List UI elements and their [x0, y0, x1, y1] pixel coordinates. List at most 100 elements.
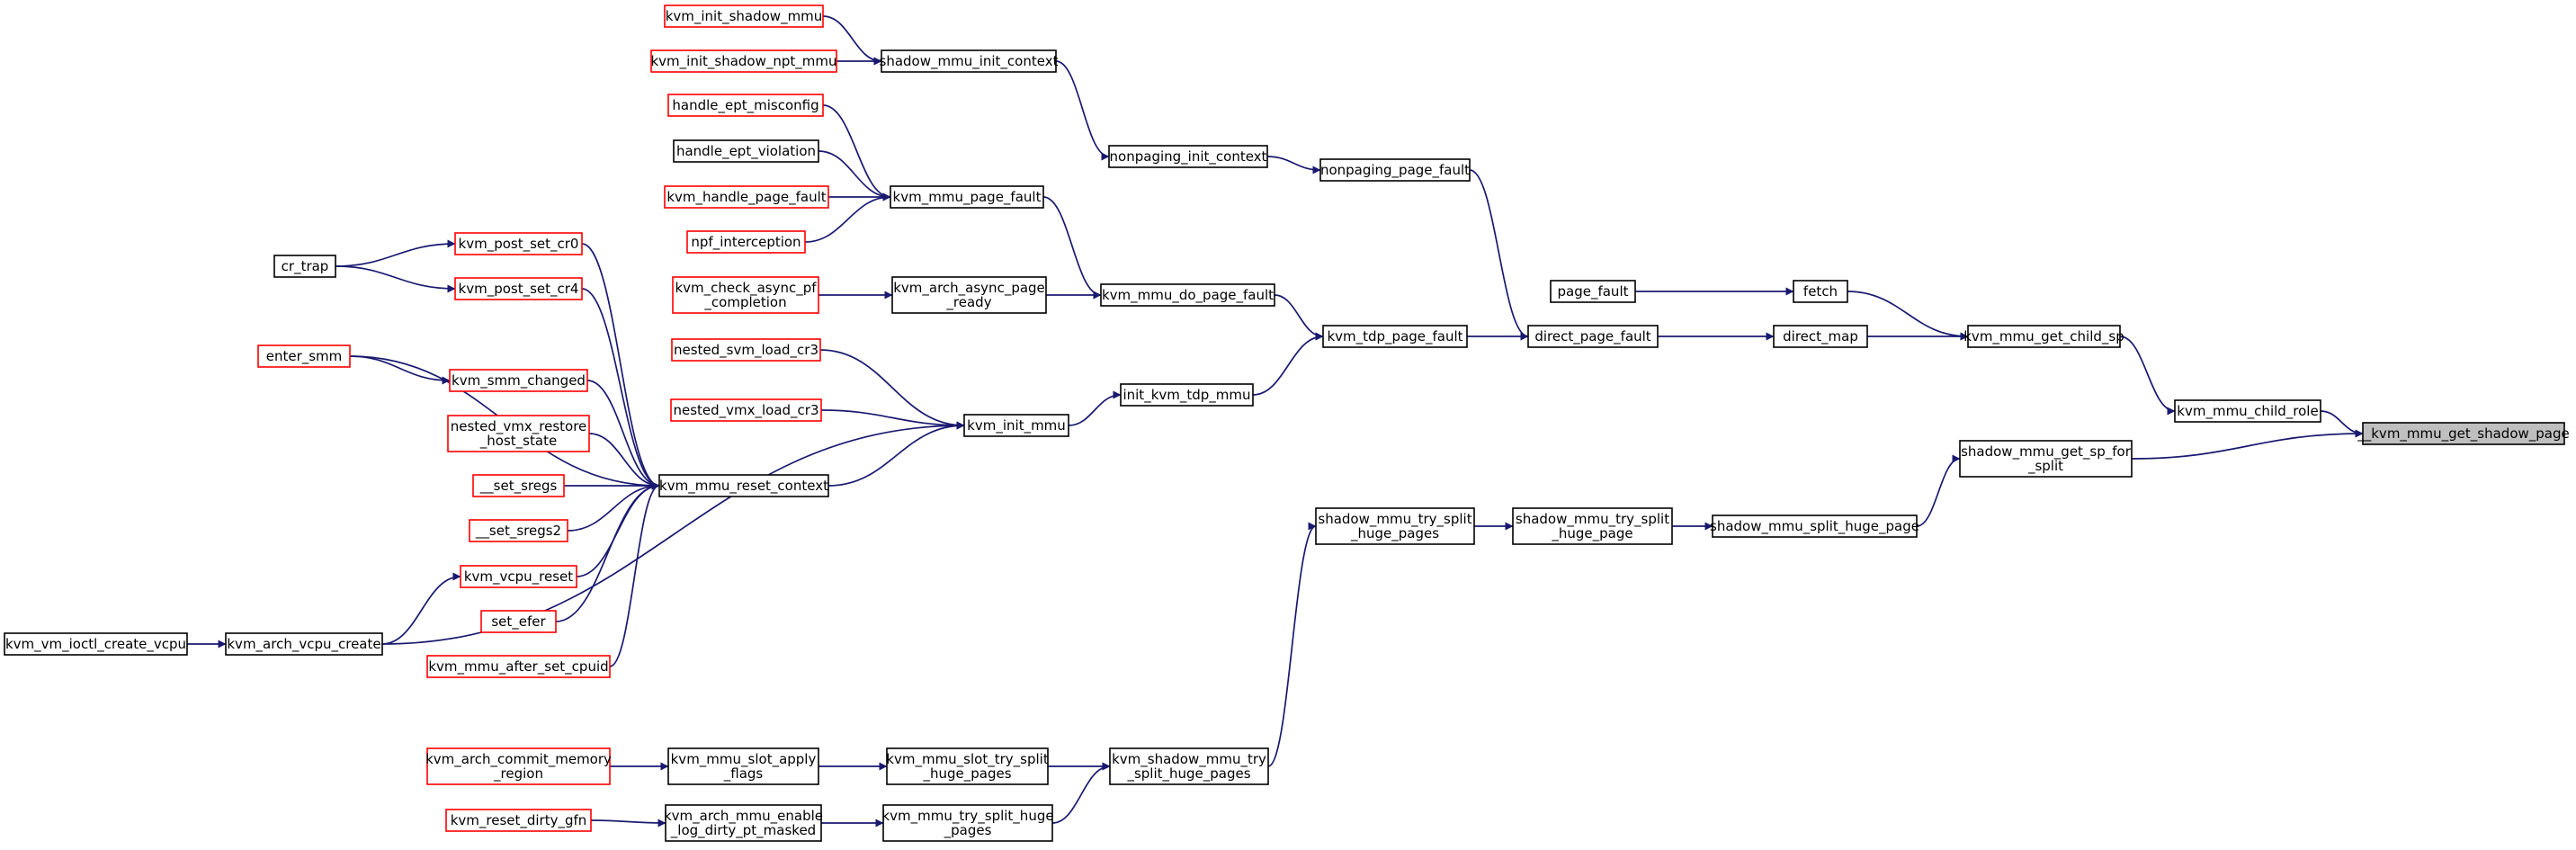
graph-node-nonpaging-init-context[interactable]: nonpaging_init_context [1108, 145, 1268, 168]
node-box [472, 474, 565, 497]
edge-mmu-page-fault-to-mmu-do-page-fault [1042, 196, 1102, 300]
node-label: page_fault [1558, 283, 1629, 300]
graph-node-mmu-reset-context[interactable]: kvm_mmu_reset_context [658, 474, 829, 497]
graph-node-handle-ept-misconfig[interactable]: handle_ept_misconfig [667, 94, 824, 117]
edge-cr-trap-to-post-set-cr0 [335, 239, 456, 267]
edge-arch-vcpu-create-to-vcpu-reset [381, 572, 461, 645]
graph-node-npf-interception[interactable]: npf_interception [686, 230, 806, 254]
node-box [658, 474, 829, 497]
graph-node-reset-dirty-gfn[interactable]: kvm_reset_dirty_gfn [445, 809, 592, 832]
graph-node-slot-apply-flags[interactable]: kvm_mmu_slot_apply_flags [667, 747, 819, 785]
node-label: fetch [1803, 283, 1838, 300]
edge-npf-interception-to-mmu-page-fault [804, 192, 891, 243]
graph-node-page-fault[interactable]: page_fault [1550, 280, 1636, 303]
graph-node-arch-mmu-enable-log[interactable]: kvm_arch_mmu_enable_log_dirty_pt_masked [664, 804, 823, 842]
graph-edge [1847, 291, 1969, 341]
graph-node-nested-svm-load-cr3[interactable]: nested_svm_load_cr3 [671, 338, 821, 362]
graph-node-try-split-huge-pages2[interactable]: kvm_mmu_try_split_huge_pages [881, 804, 1054, 842]
graph-node-commit-memory-region[interactable]: kvm_arch_commit_memory_region [425, 747, 612, 785]
node-box [225, 632, 383, 656]
node-box [1959, 440, 2133, 478]
edge-get-sp-for-split-to-get-shadow-page [2131, 429, 2364, 460]
edge-post-set-cr4-to-mmu-reset-context [581, 288, 660, 490]
graph-node-handle-ept-violation[interactable]: handle_ept_violation [673, 139, 819, 163]
graph-node-mmu-do-page-fault[interactable]: kvm_mmu_do_page_fault [1100, 283, 1275, 307]
node-label: cr_trap [282, 258, 329, 275]
graph-node-post-set-cr0[interactable]: kvm_post_set_cr0 [454, 232, 583, 255]
graph-edge [381, 572, 461, 645]
node-label: _huge_pages [1350, 525, 1439, 542]
node-label: kvm_check_async_pf [675, 280, 817, 297]
edge-smm-changed-to-mmu-reset-context [586, 380, 660, 490]
edge-init-kvm-tdp-mmu-to-tdp-page-fault [1252, 332, 1324, 396]
node-label: _completion [703, 294, 786, 311]
graph-node-fetch[interactable]: fetch [1793, 280, 1848, 303]
node-label: kvm_mmu_page_fault [893, 189, 1042, 206]
graph-node-enter-smm[interactable]: enter_smm [257, 344, 351, 368]
node-label: kvm_mmu_after_set_cpuid [428, 658, 608, 676]
edge-reset-dirty-gfn-to-arch-mmu-enable-log [590, 819, 666, 828]
graph-node-cr-trap[interactable]: cr_trap [273, 255, 336, 278]
graph-node-get-sp-for-split[interactable]: shadow_mmu_get_sp_for_split [1959, 440, 2133, 478]
node-box [881, 49, 1057, 73]
graph-node-smm-changed[interactable]: kvm_smm_changed [449, 369, 588, 392]
node-label: nonpaging_page_fault [1320, 162, 1470, 179]
graph-node-arch-async-page-ready[interactable]: kvm_arch_async_page_ready [891, 276, 1047, 314]
graph-node-set-sregs[interactable]: __set_sregs [472, 474, 565, 497]
graph-node-init-kvm-tdp-mmu[interactable]: init_kvm_tdp_mmu [1120, 383, 1254, 407]
graph-node-vcpu-reset[interactable]: kvm_vcpu_reset [460, 565, 577, 588]
graph-node-check-async-pf[interactable]: kvm_check_async_pf_completion [672, 276, 819, 314]
node-label: __kvm_mmu_get_shadow_page [2357, 425, 2569, 443]
graph-edge [555, 481, 660, 622]
graph-node-arch-vcpu-create[interactable]: kvm_arch_vcpu_create [225, 632, 383, 656]
node-label: _split_huge_pages [1126, 765, 1250, 783]
graph-node-child-role[interactable]: kvm_mmu_child_role [2174, 399, 2321, 423]
node-label: _split [2027, 458, 2063, 475]
graph-node-get-child-sp[interactable]: kvm_mmu_get_child_sp [1963, 325, 2124, 348]
node-box [1322, 325, 1468, 348]
node-label: kvm_post_set_cr4 [459, 281, 579, 298]
graph-node-init-shadow-npt-mmu[interactable]: kvm_init_shadow_npt_mmu [650, 49, 837, 73]
graph-node-handle-page-fault[interactable]: kvm_handle_page_fault [664, 185, 829, 209]
graph-node-slot-try-split[interactable]: kvm_mmu_slot_try_split_huge_pages [886, 747, 1049, 785]
node-label: kvm_mmu_reset_context [659, 478, 828, 495]
node-label: init_kvm_tdp_mmu [1123, 387, 1250, 404]
node-label: npf_interception [691, 234, 801, 251]
graph-node-shadow-mmu-try-split-huge-pages[interactable]: kvm_shadow_mmu_try_split_huge_pages [1109, 747, 1269, 785]
node-box [1967, 325, 2121, 348]
node-box [426, 747, 611, 785]
graph-node-init-shadow-mmu[interactable]: kvm_init_shadow_mmu [664, 4, 824, 28]
graph-node-nested-vmx-load-cr3[interactable]: nested_vmx_load_cr3 [670, 398, 822, 422]
graph-node-try-split-huge-page[interactable]: shadow_mmu_try_split_huge_page [1512, 507, 1673, 545]
edge-enter-smm-to-smm-changed [349, 355, 451, 385]
graph-node-try-split-huge-pages[interactable]: shadow_mmu_try_split_huge_pages [1315, 507, 1475, 545]
graph-node-after-set-cpuid[interactable]: kvm_mmu_after_set_cpuid [426, 655, 611, 678]
graph-node-mmu-page-fault[interactable]: kvm_mmu_page_fault [890, 185, 1044, 209]
graph-edge [820, 409, 965, 430]
node-label: shadow_mmu_split_huge_page [1710, 518, 1919, 535]
graph-node-vm-ioctl-create-vcpu[interactable]: kvm_vm_ioctl_create_vcpu [4, 632, 188, 656]
edge-set-sregs2-to-mmu-reset-context [567, 481, 660, 532]
graph-node-tdp-page-fault[interactable]: kvm_tdp_page_fault [1322, 325, 1468, 348]
graph-node-post-set-cr4[interactable]: kvm_post_set_cr4 [454, 277, 583, 300]
graph-node-direct-page-fault[interactable]: direct_page_fault [1527, 325, 1659, 348]
graph-node-init-mmu[interactable]: kvm_init_mmu [963, 414, 1069, 437]
node-box [1100, 283, 1275, 307]
node-label: direct_map [1783, 328, 1858, 345]
graph-node-shadow-mmu-init-context[interactable]: shadow_mmu_init_context [880, 49, 1059, 73]
graph-node-direct-map[interactable]: direct_map [1773, 325, 1868, 348]
graph-node-split-huge-page[interactable]: shadow_mmu_split_huge_page [1710, 514, 1919, 538]
graph-edge [1068, 390, 1122, 426]
graph-edge [1916, 454, 1961, 527]
graph-node-set-sregs2[interactable]: __set_sregs2 [469, 519, 568, 542]
node-label: kvm_mmu_get_child_sp [1963, 328, 2124, 345]
graph-node-nested-vmx-restore[interactable]: nested_vmx_restore_host_state [447, 415, 590, 452]
node-label: shadow_mmu_get_sp_for [1961, 443, 2132, 461]
node-box [449, 369, 588, 392]
node-box [686, 230, 806, 254]
edge-nonpaging-page-fault-to-direct-page-fault [1469, 169, 1529, 341]
node-box [886, 747, 1049, 785]
graph-node-set-efer[interactable]: set_efer [480, 610, 557, 633]
graph-node-nonpaging-page-fault[interactable]: nonpaging_page_fault [1319, 158, 1471, 182]
edge-cr-trap-to-post-set-cr4 [335, 265, 456, 293]
